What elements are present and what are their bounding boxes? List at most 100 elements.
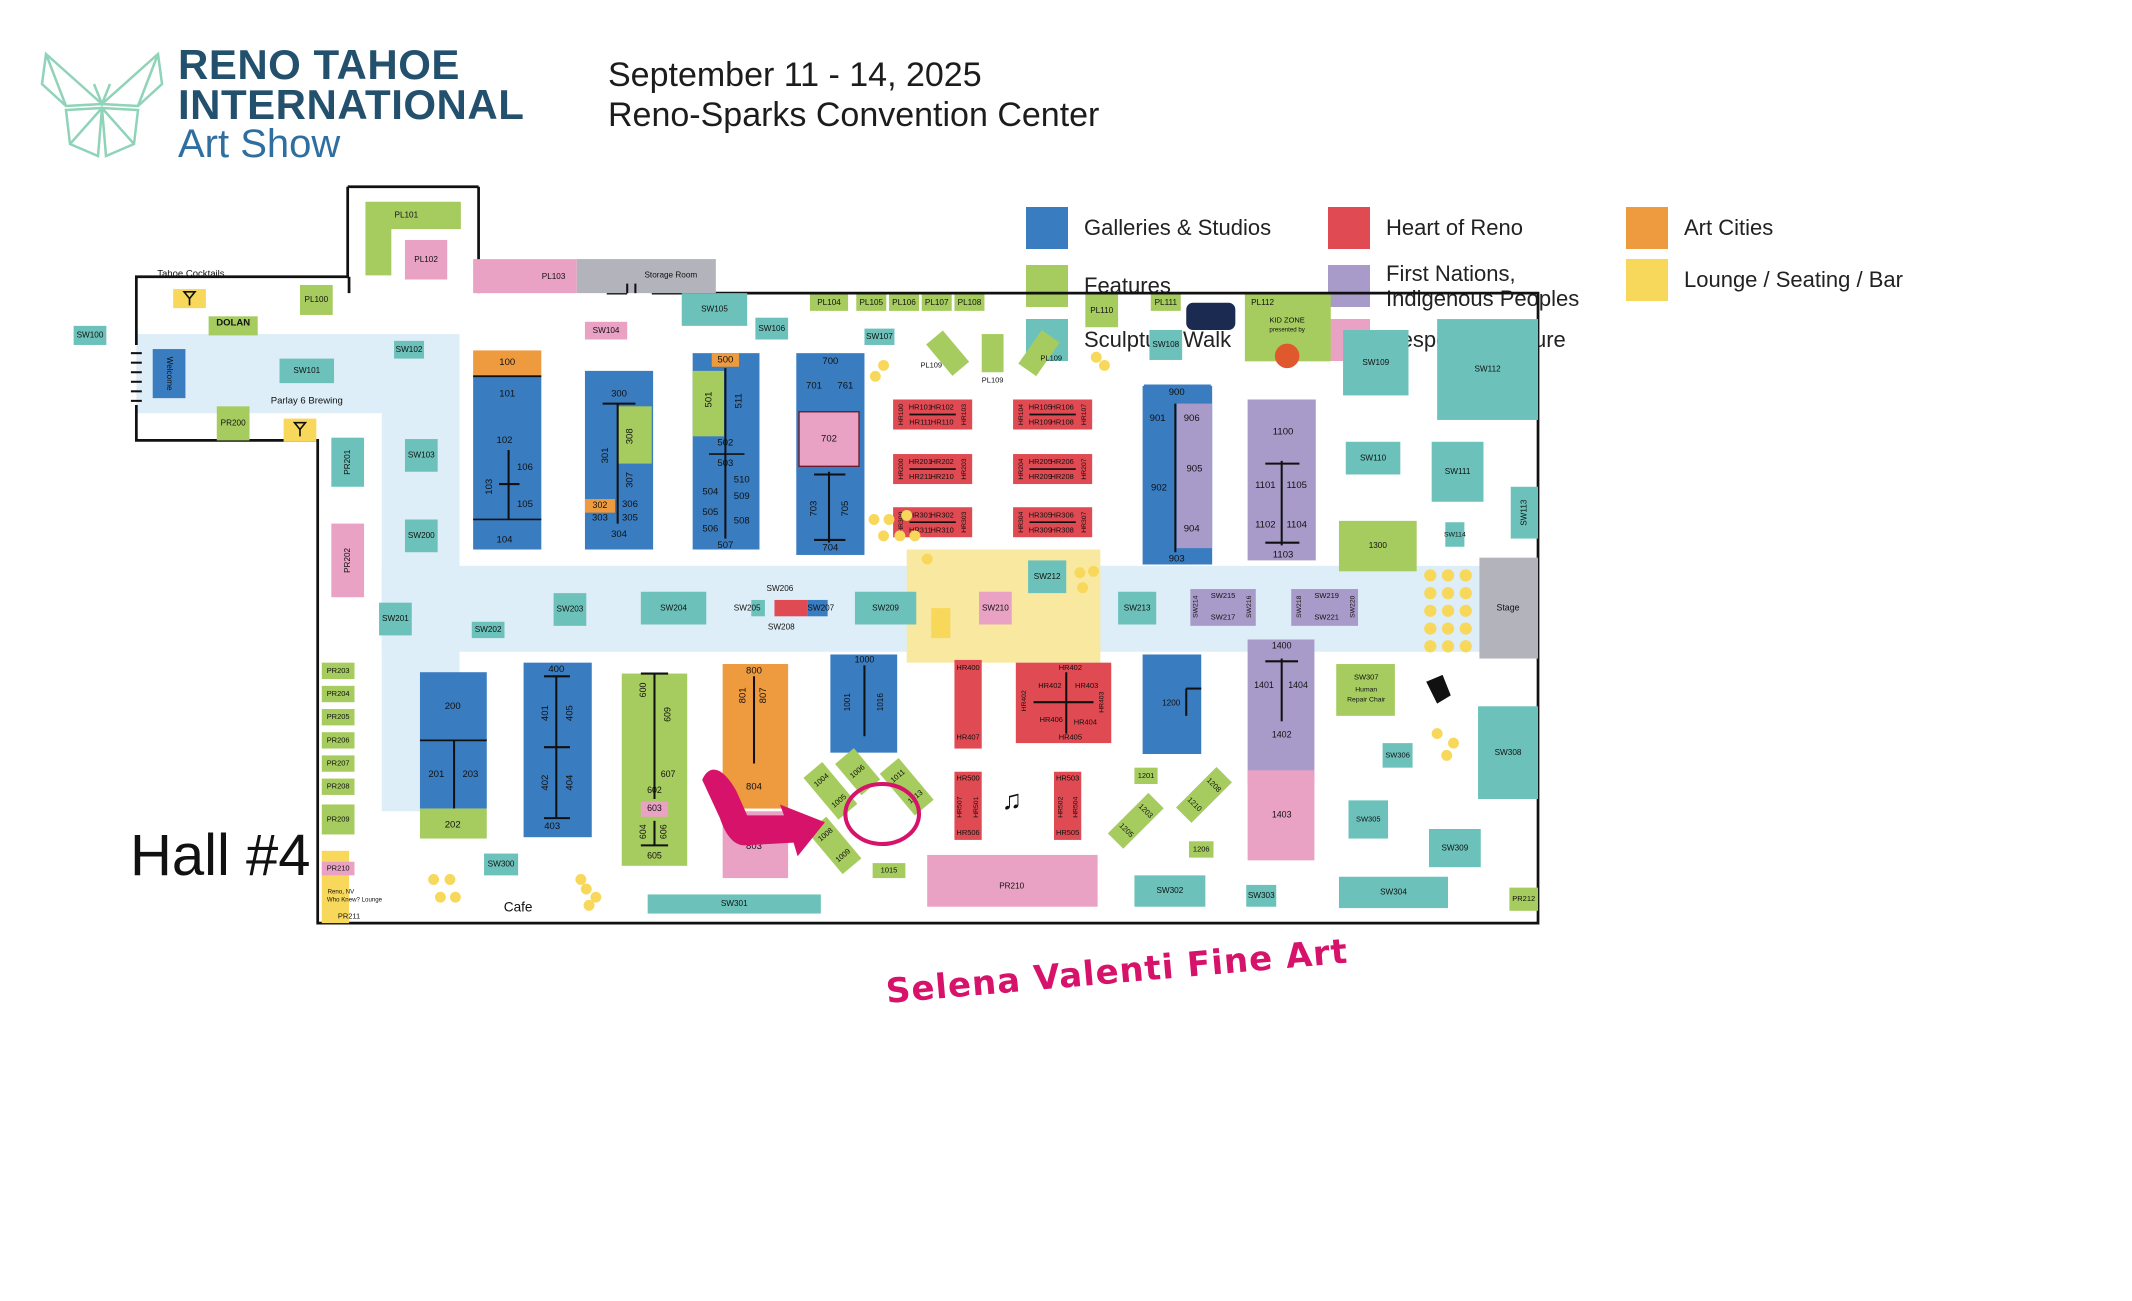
booth-label: HR402 xyxy=(1021,690,1028,711)
seat xyxy=(1431,728,1443,740)
booth-label: SW102 xyxy=(396,345,423,354)
booth-label: SW208 xyxy=(768,622,795,631)
booth-label: SW100 xyxy=(77,331,104,340)
booth-label: 301 xyxy=(600,447,611,463)
booth-pl107 xyxy=(921,294,952,311)
booth-label: HR110 xyxy=(931,418,954,427)
booth-label: 1016 xyxy=(876,693,885,712)
booth-sw213 xyxy=(1118,591,1157,625)
booth-label: 306 xyxy=(622,499,638,510)
booth-pr210b xyxy=(927,854,1098,907)
booth-label: SW110 xyxy=(1360,453,1387,462)
seat xyxy=(1090,351,1102,363)
booth-label: 508 xyxy=(734,515,750,526)
booth-label: PR211 xyxy=(338,911,360,920)
booth-label: SW203 xyxy=(557,605,584,614)
booth-label: 105 xyxy=(517,499,533,510)
booth-pr202 xyxy=(331,523,365,598)
booth-label: SW205 xyxy=(734,603,761,612)
seat xyxy=(878,359,890,371)
booth-label: HR210 xyxy=(931,472,954,481)
seat xyxy=(1459,640,1472,653)
callout-arrow xyxy=(702,769,825,857)
booth-label: 800 xyxy=(746,665,762,676)
booth xyxy=(835,748,881,796)
booth-label: 1201 xyxy=(1138,771,1155,780)
booth-sw300 xyxy=(484,853,519,876)
booth-label: 103 xyxy=(484,479,495,495)
alley-logo-icon xyxy=(1274,343,1300,369)
booth-label: SW201 xyxy=(382,614,409,623)
legend-label: Art Cities xyxy=(1684,215,1774,241)
booth-906 xyxy=(1176,403,1213,549)
booth-label: KID ZONE xyxy=(1269,315,1304,324)
booth-label: 1402 xyxy=(1272,729,1292,739)
booth-pr203 xyxy=(321,662,355,680)
legend-item: Art Cities xyxy=(1626,206,1773,250)
legend-label: Galleries & Studios xyxy=(1084,215,1272,241)
callout-backdrop xyxy=(860,960,1330,1030)
storage-room xyxy=(576,259,716,294)
booth-label: PL105 xyxy=(859,298,883,307)
booth-1201 xyxy=(1134,767,1158,785)
booth-label: Reno, NV xyxy=(328,888,355,895)
booth-label: HR311 xyxy=(909,525,932,534)
booth-label: HR400 xyxy=(956,663,979,672)
booth-label: HR404 xyxy=(1074,718,1097,727)
booth-label: SW101 xyxy=(293,366,320,375)
booth-sw207 xyxy=(807,599,828,617)
booth xyxy=(926,330,970,376)
booth-rotated: 1006 xyxy=(835,748,881,796)
booth-label: SW107 xyxy=(866,332,893,341)
bar-lounge xyxy=(931,608,951,639)
booth-label: PL112 xyxy=(1251,298,1274,307)
booth-label: HR302 xyxy=(931,510,954,519)
bar-label: Tahoe Cocktails xyxy=(157,269,225,280)
booth-label: 900 xyxy=(1169,387,1185,398)
booth-label: DOLAN xyxy=(216,318,250,329)
booth-label: SW105 xyxy=(701,305,728,314)
booth-sw305 xyxy=(1348,800,1389,839)
seat xyxy=(1441,622,1455,635)
legend-swatch xyxy=(1328,265,1370,307)
booth-label: HR506 xyxy=(956,828,979,837)
booth-label: 1000 xyxy=(855,654,875,664)
booth-sw304 xyxy=(1338,876,1449,909)
booth-label: 201 xyxy=(428,769,444,780)
seat xyxy=(878,530,890,542)
booth-label: 403 xyxy=(544,821,560,832)
booth-label: HR107 xyxy=(1081,404,1088,425)
booth-pl110 xyxy=(1085,294,1119,328)
booth-label: 405 xyxy=(564,705,575,721)
booth-label: SW214 xyxy=(1193,595,1200,618)
booth-sw210 xyxy=(978,591,1012,625)
booth-label: HR211 xyxy=(909,472,932,481)
booth-label: 1101 xyxy=(1255,480,1276,491)
booth-label: SW210 xyxy=(982,603,1009,612)
booth-pr208 xyxy=(321,778,355,795)
booth-label: HR305 xyxy=(1029,510,1052,519)
seat xyxy=(869,370,881,382)
seat xyxy=(1424,604,1437,617)
legend-swatch xyxy=(1328,207,1370,249)
booth-label: SW103 xyxy=(408,451,435,460)
booth-label: HR402 xyxy=(1038,681,1061,690)
booth-label: PL101 xyxy=(395,211,419,220)
seat xyxy=(444,874,456,885)
legend-label: Lounge / Seating / Bar xyxy=(1684,267,1903,293)
booth-label: HR102 xyxy=(931,403,954,412)
booth-sw307 xyxy=(1336,664,1395,716)
booth- xyxy=(751,599,765,617)
music-note-icon: ♫ xyxy=(1001,784,1021,815)
booth-label: Stage xyxy=(1496,602,1519,612)
booth-label: PR202 xyxy=(343,547,352,572)
booth-sw106 xyxy=(755,317,789,340)
booth-pl100 xyxy=(299,284,333,315)
booth-label: PR212 xyxy=(1512,894,1535,903)
booth-label: SW302 xyxy=(1156,886,1183,895)
booth-label: 901 xyxy=(1150,413,1166,424)
booth-label: Human xyxy=(1355,687,1377,694)
booth-label: PL109 xyxy=(982,375,1004,384)
